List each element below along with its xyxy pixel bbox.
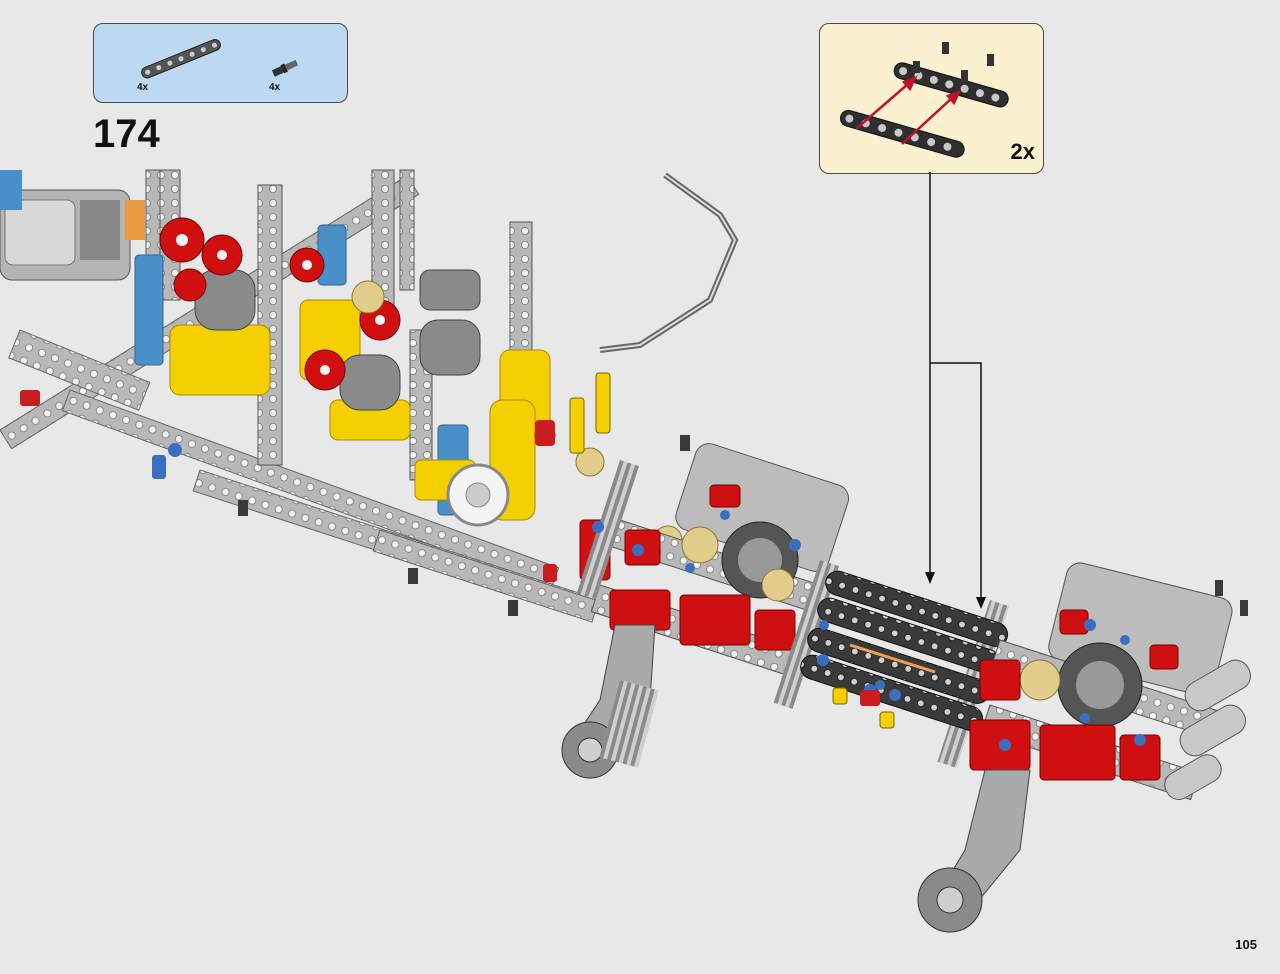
model-assembly-illustration xyxy=(0,169,1251,933)
insert-arrows xyxy=(855,75,962,145)
page-number: 105 xyxy=(1235,937,1257,952)
parts-list-illustration xyxy=(141,39,299,79)
upper-liftarm xyxy=(893,62,1009,108)
part-qty-liftarm: 4x xyxy=(137,82,149,93)
part-qty-axle-pin: 4x xyxy=(269,82,281,93)
axle-pin-icon xyxy=(271,59,299,77)
liftarm-7-icon xyxy=(141,39,221,79)
subassembly-illustration xyxy=(839,42,1009,158)
lower-liftarm xyxy=(839,109,965,158)
rear-axle-module xyxy=(917,562,1251,933)
step-number: 174 xyxy=(93,112,160,156)
front-axle-module xyxy=(561,443,850,779)
pin-icon xyxy=(913,42,994,82)
subassembly-callout: 2x xyxy=(819,23,1044,174)
subassembly-qty: 2x xyxy=(1010,139,1035,164)
motor xyxy=(0,170,145,281)
parts-list-callout: 4x 4x xyxy=(93,23,348,103)
